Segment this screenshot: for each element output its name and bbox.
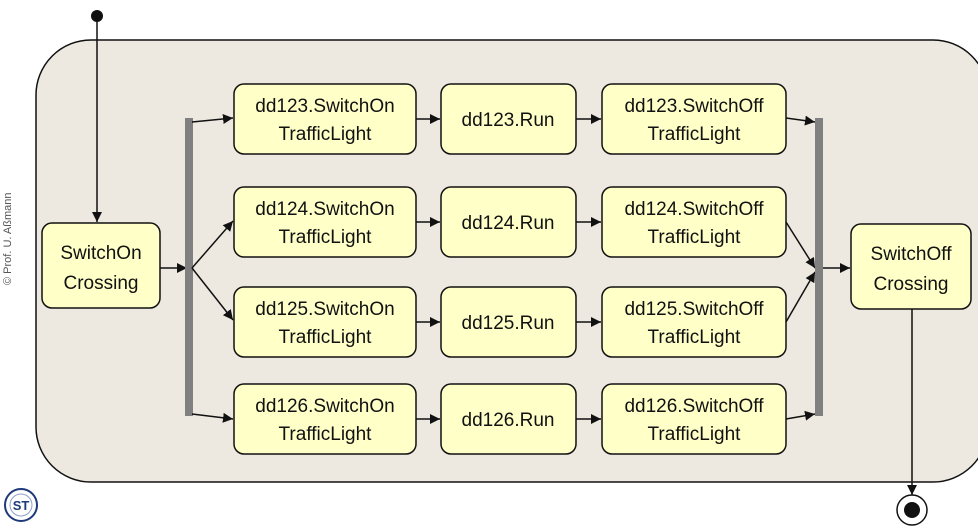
node-label: TrafficLight [648,227,742,248]
node-label: TrafficLight [279,327,373,348]
node-label: dd124.SwitchOff [624,199,764,220]
edge-dd123-switchoff-to-join [785,115,816,126]
node-label: dd125.Run [462,313,555,334]
node-dd125-switchon-trafficlight: dd125.SwitchOn TrafficLight [233,286,417,358]
node-switchon-crossing: SwitchOn Crossing [41,222,161,309]
node-label: dd126.SwitchOn [255,396,394,417]
node-label: dd124.Run [462,213,555,234]
node-label: TrafficLight [648,327,742,348]
node-dd124-run: dd124.Run [440,186,577,258]
node-label: SwitchOn [60,243,141,264]
node-label: dd125.SwitchOff [624,299,764,320]
node-label: SwitchOff [871,244,953,265]
node-dd125-switchoff-trafficlight: dd125.SwitchOff TrafficLight [601,286,787,358]
node-label: dd124.SwitchOn [255,199,394,220]
st-logo: ST [4,488,38,522]
node-label: dd123.Run [462,110,555,131]
copyright-text: © Prof. U. Aßmann [2,192,14,285]
node-dd126-switchon-trafficlight: dd126.SwitchOn TrafficLight [233,383,417,455]
node-label: dd126.Run [462,410,555,431]
node-label: Crossing [874,274,949,295]
node-dd124-switchon-trafficlight: dd124.SwitchOn TrafficLight [233,186,417,258]
node-label: TrafficLight [279,227,373,248]
node-dd123-run: dd123.Run [440,83,577,155]
node-dd125-run: dd125.Run [440,286,577,358]
node-label: TrafficLight [648,124,742,145]
node-dd126-switchoff-trafficlight: dd126.SwitchOff TrafficLight [601,383,787,455]
node-label: dd123.SwitchOn [255,96,394,117]
copyright-text-container: © Prof. U. Aßmann [2,155,16,285]
node-label: TrafficLight [648,424,742,445]
edge-fork-to-dd125-switchon [191,267,234,321]
join-bar [815,118,823,416]
node-dd124-switchoff-trafficlight: dd124.SwitchOff TrafficLight [601,186,787,258]
node-dd126-run: dd126.Run [440,383,577,455]
edge-fork-to-dd124-switchon [191,220,234,269]
node-dd123-switchon-trafficlight: dd123.SwitchOn TrafficLight [233,83,417,155]
edge-fork-to-dd126-switchon [191,412,234,423]
node-label: TrafficLight [279,124,373,145]
edge-dd126-switchoff-to-join [785,410,816,421]
edge-fork-to-dd123-switchon [191,113,234,124]
node-label: Crossing [64,273,139,294]
edge-dd125-switchoff-to-join [785,271,816,323]
fork-bar [185,118,193,416]
node-switchoff-crossing: SwitchOff Crossing [850,223,972,310]
final-node [896,494,928,526]
node-label: dd126.SwitchOff [624,396,764,417]
logo-text: ST [13,498,30,513]
edge-dd124-switchoff-to-join [785,221,816,269]
node-dd123-switchoff-trafficlight: dd123.SwitchOff TrafficLight [601,83,787,155]
node-label: dd125.SwitchOn [255,299,394,320]
node-label: TrafficLight [279,424,373,445]
node-label: dd123.SwitchOff [624,96,764,117]
